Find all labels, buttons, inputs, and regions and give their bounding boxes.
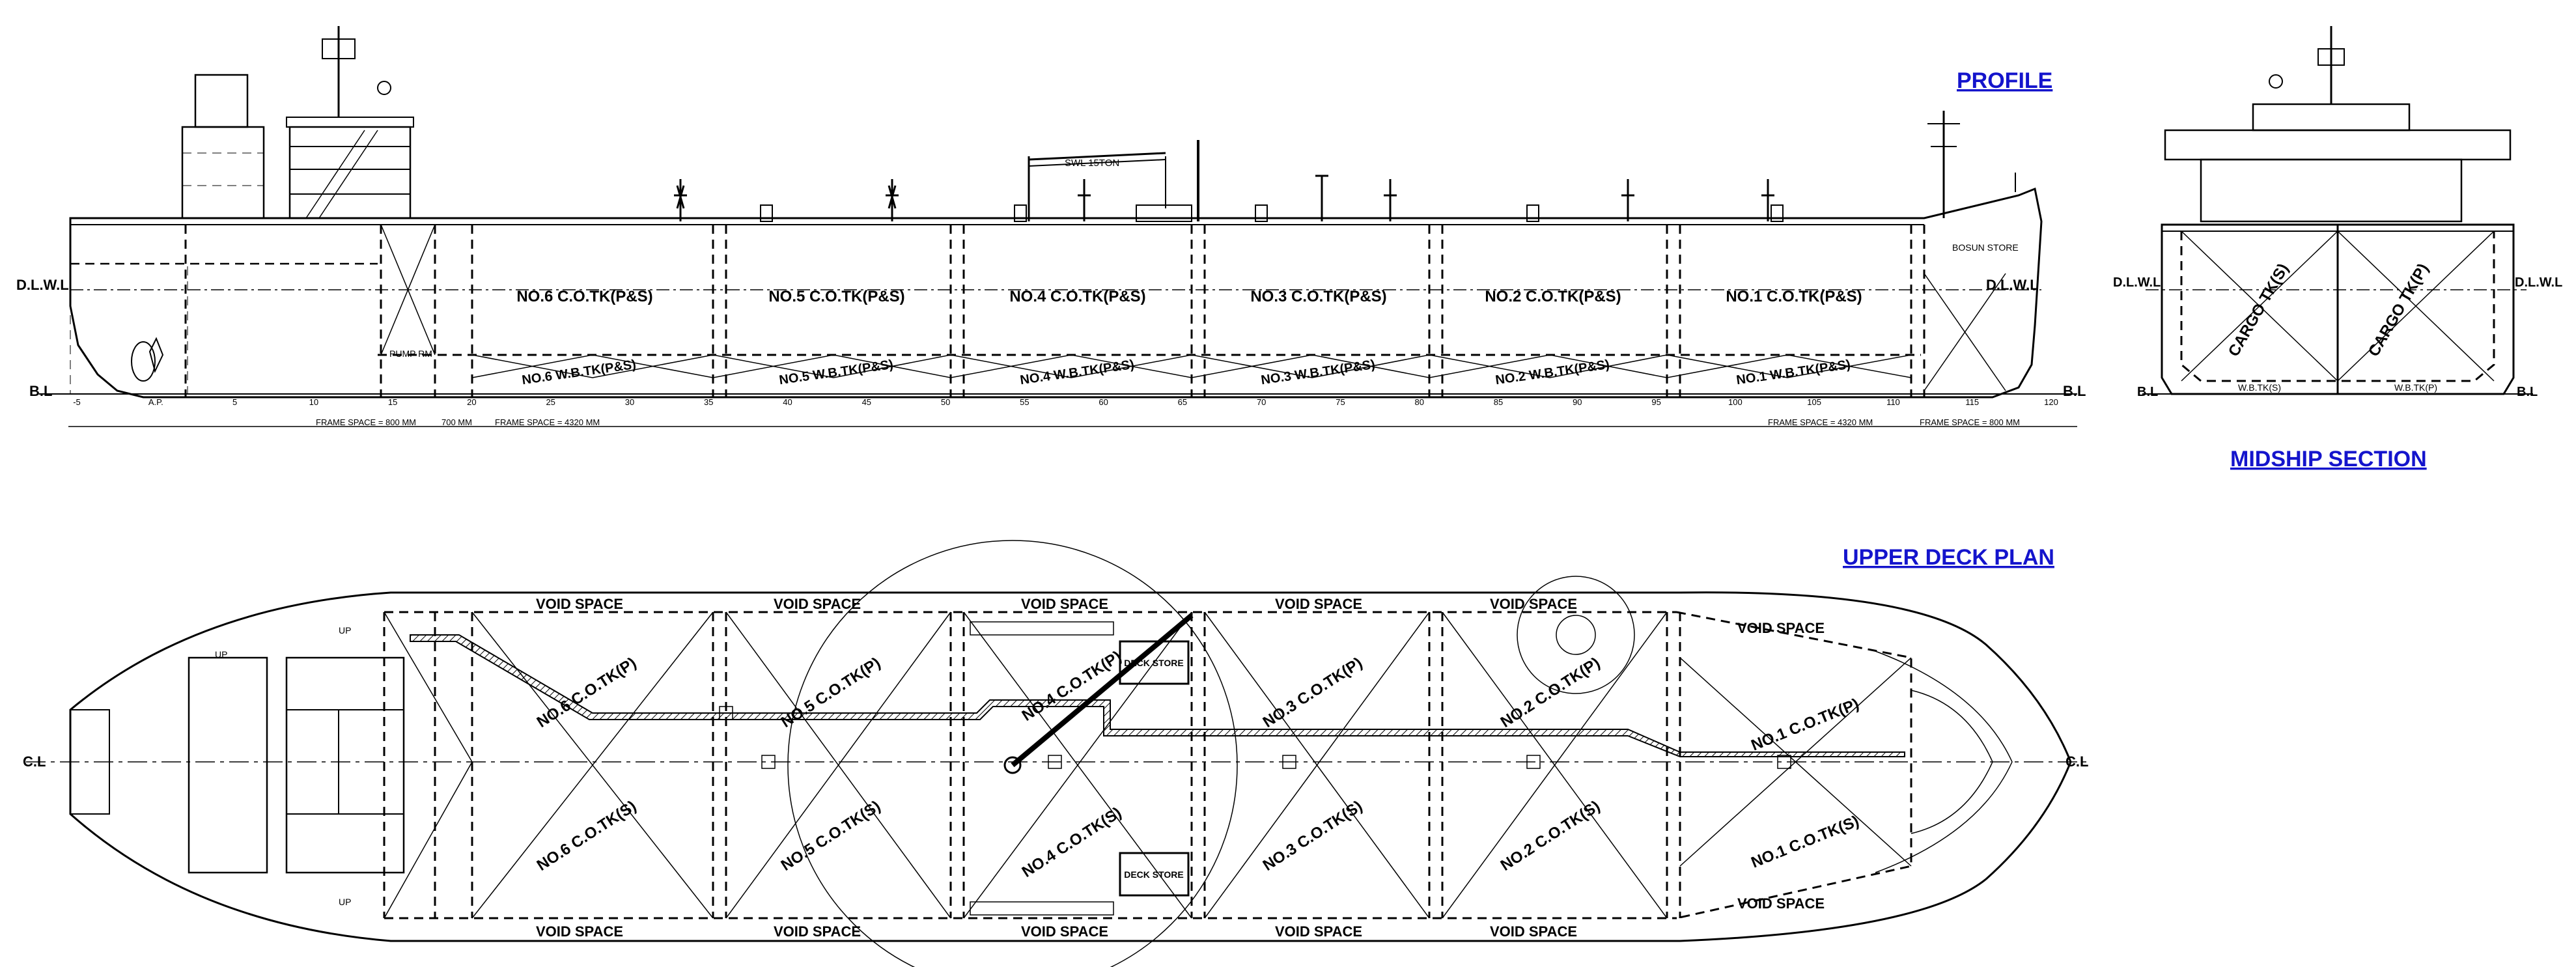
profile-ballast-tank-6: NO.6 W.B.TK(P&S) — [521, 357, 637, 387]
profile-bl-left: B.L — [29, 383, 52, 399]
midship-dlwl-left: D.L.W.L — [2113, 275, 2161, 290]
deck-stbd-tank-2: NO.2 C.O.TK(S) — [1498, 797, 1603, 875]
frame-number-label: 105 — [1807, 397, 1821, 407]
void-space-fwd-top: VOID SPACE — [1737, 620, 1825, 636]
deck-port-tank-3: NO.3 C.O.TK(P) — [1260, 654, 1365, 731]
deck-cl-right: C.L — [2065, 753, 2088, 770]
profile-heading[interactable]: PROFILE — [1957, 68, 2052, 93]
deck-stbd-tank-6: NO.6 C.O.TK(S) — [534, 797, 639, 875]
deck-cl-left: C.L — [23, 753, 46, 770]
deck-hull-outline — [69, 591, 2072, 942]
frame-number-label: 50 — [941, 397, 950, 407]
deck-stbd-tank-4: NO.4 C.O.TK(S) — [1019, 804, 1125, 881]
profile-cargo-tank-1: NO.1 C.O.TK(P&S) — [1726, 288, 1862, 305]
deck-stbd-tank-3: NO.3 C.O.TK(S) — [1260, 797, 1365, 875]
midship-cargo-tank-p: CARGO TK(P) — [2365, 260, 2432, 359]
frame-number-label: 5 — [232, 397, 237, 407]
crane-icon — [1028, 140, 1199, 222]
profile-cargo-tank-6: NO.6 C.O.TK(P&S) — [516, 288, 652, 305]
frame-space-mid-fwd: FRAME SPACE = 4320 MM — [1768, 417, 1873, 427]
deck-store-bottom — [1119, 852, 1190, 897]
frame-number-label: 60 — [1099, 397, 1108, 407]
frame-number-label: 45 — [862, 397, 871, 407]
profile-cargo-tank-3: NO.3 C.O.TK(P&S) — [1250, 288, 1386, 305]
void-space-bottom-2: VOID SPACE — [774, 923, 861, 940]
void-space-top-5: VOID SPACE — [1490, 596, 1577, 612]
frame-number-label: 80 — [1415, 397, 1424, 407]
frame-number-label: 35 — [704, 397, 713, 407]
midship-dlwl-right: D.L.W.L — [2515, 275, 2562, 290]
profile-dlwl-right: D.L.W.L — [1986, 277, 2039, 293]
frame-number-label: 70 — [1257, 397, 1266, 407]
bosun-store-label: BOSUN STORE — [1952, 242, 2019, 253]
void-space-top-2: VOID SPACE — [774, 596, 861, 612]
frame-number-label: -5 — [73, 397, 81, 407]
profile-deck-fittings — [674, 175, 1784, 222]
frame-number-label: 115 — [1965, 397, 1979, 407]
frame-number-label: 20 — [467, 397, 476, 407]
profile-ballast-tank-4: NO.4 W.B.TK(P&S) — [1019, 357, 1135, 387]
frame-number-label: 15 — [388, 397, 397, 407]
void-space-fwd-bottom: VOID SPACE — [1737, 895, 1825, 912]
midship-bl-left: B.L — [2137, 385, 2158, 399]
frame-space-trans: 700 MM — [441, 417, 472, 427]
frame-space-aft: FRAME SPACE = 800 MM — [316, 417, 416, 427]
crane-swl-label: SWL 15TON — [1065, 158, 1119, 169]
profile-ballast-tank-1: NO.1 W.B.TK(P&S) — [1735, 357, 1851, 387]
frame-number-label: A.P. — [148, 397, 163, 407]
upper-deck-plan-heading[interactable]: UPPER DECK PLAN — [1843, 545, 2054, 570]
deck-up-label-1: UP — [339, 625, 351, 636]
frame-number-label: 10 — [309, 397, 318, 407]
frame-number-label: 100 — [1728, 397, 1743, 407]
deck-store-top-label: DECK STORE — [1124, 658, 1184, 668]
profile-cargo-tank-5: NO.5 C.O.TK(P&S) — [768, 288, 904, 305]
frame-number-label: 90 — [1573, 397, 1582, 407]
frame-number-label: 110 — [1886, 397, 1900, 407]
midship-bl-right: B.L — [2517, 385, 2538, 399]
deck-port-tank-1: NO.1 C.O.TK(P) — [1749, 695, 1862, 755]
deck-stbd-tank-5: NO.5 C.O.TK(S) — [778, 797, 884, 875]
profile-dlwl-left: D.L.W.L — [16, 277, 69, 293]
profile-view: SWL 15TON NO.6 C.O.TK(P&S) NO.5 C.O.TK(P… — [16, 26, 2086, 427]
deck-up-label-2: UP — [215, 649, 227, 660]
frame-number-label: 65 — [1178, 397, 1187, 407]
void-space-bottom-3: VOID SPACE — [1021, 923, 1108, 940]
midship-cargo-tank-s: CARGO TK(S) — [2225, 260, 2292, 359]
void-space-bottom-5: VOID SPACE — [1490, 923, 1577, 940]
frame-number-label: 85 — [1494, 397, 1503, 407]
profile-cargo-tank-4: NO.4 C.O.TK(P&S) — [1009, 288, 1145, 305]
deck-store-bottom-label: DECK STORE — [1124, 869, 1184, 880]
void-space-top-4: VOID SPACE — [1275, 596, 1362, 612]
void-space-bottom-1: VOID SPACE — [536, 923, 623, 940]
profile-bl-right: B.L — [2063, 383, 2086, 399]
frame-number-label: 55 — [1020, 397, 1029, 407]
frame-space-fwd: FRAME SPACE = 800 MM — [1920, 417, 2020, 427]
midship-section-view: CARGO TK(S) CARGO TK(P) W.B.TK(S) W.B.TK… — [2113, 26, 2562, 399]
deck-store-top — [1119, 640, 1190, 685]
deck-stbd-tank-1: NO.1 C.O.TK(S) — [1749, 813, 1862, 872]
deck-up-label-3: UP — [339, 897, 351, 907]
frame-number-label: 30 — [625, 397, 634, 407]
midship-section-heading[interactable]: MIDSHIP SECTION — [2230, 447, 2427, 471]
frame-number-scale: -5 A.P. 5 10 15 20 25 30 35 40 45 50 55 60 65 70 75 80 85 9… — [73, 397, 2058, 407]
frame-number-label: 40 — [783, 397, 792, 407]
profile-hull-outline — [69, 187, 2043, 399]
void-space-top-1: VOID SPACE — [536, 596, 623, 612]
profile-cargo-tank-2: NO.2 C.O.TK(P&S) — [1485, 288, 1621, 305]
void-space-top-3: VOID SPACE — [1021, 596, 1108, 612]
void-space-bottom-4: VOID SPACE — [1275, 923, 1362, 940]
midship-wb-tank-p: W.B.TK(P) — [2394, 382, 2437, 393]
pump-room-label: PUMP RM — [389, 348, 432, 359]
frame-space-mid-aft: FRAME SPACE = 4320 MM — [495, 417, 600, 427]
frame-number-label: 120 — [2044, 397, 2058, 407]
frame-number-label: 95 — [1651, 397, 1660, 407]
frame-number-label: 75 — [1336, 397, 1345, 407]
upper-deck-plan-view: DECK STORE DECK STORE VOID SPACE VOID SP… — [23, 540, 2090, 967]
frame-number-label: 25 — [546, 397, 555, 407]
profile-ballast-tank-3: NO.3 W.B.TK(P&S) — [1260, 357, 1376, 387]
midship-wb-tank-s: W.B.TK(S) — [2238, 382, 2281, 393]
